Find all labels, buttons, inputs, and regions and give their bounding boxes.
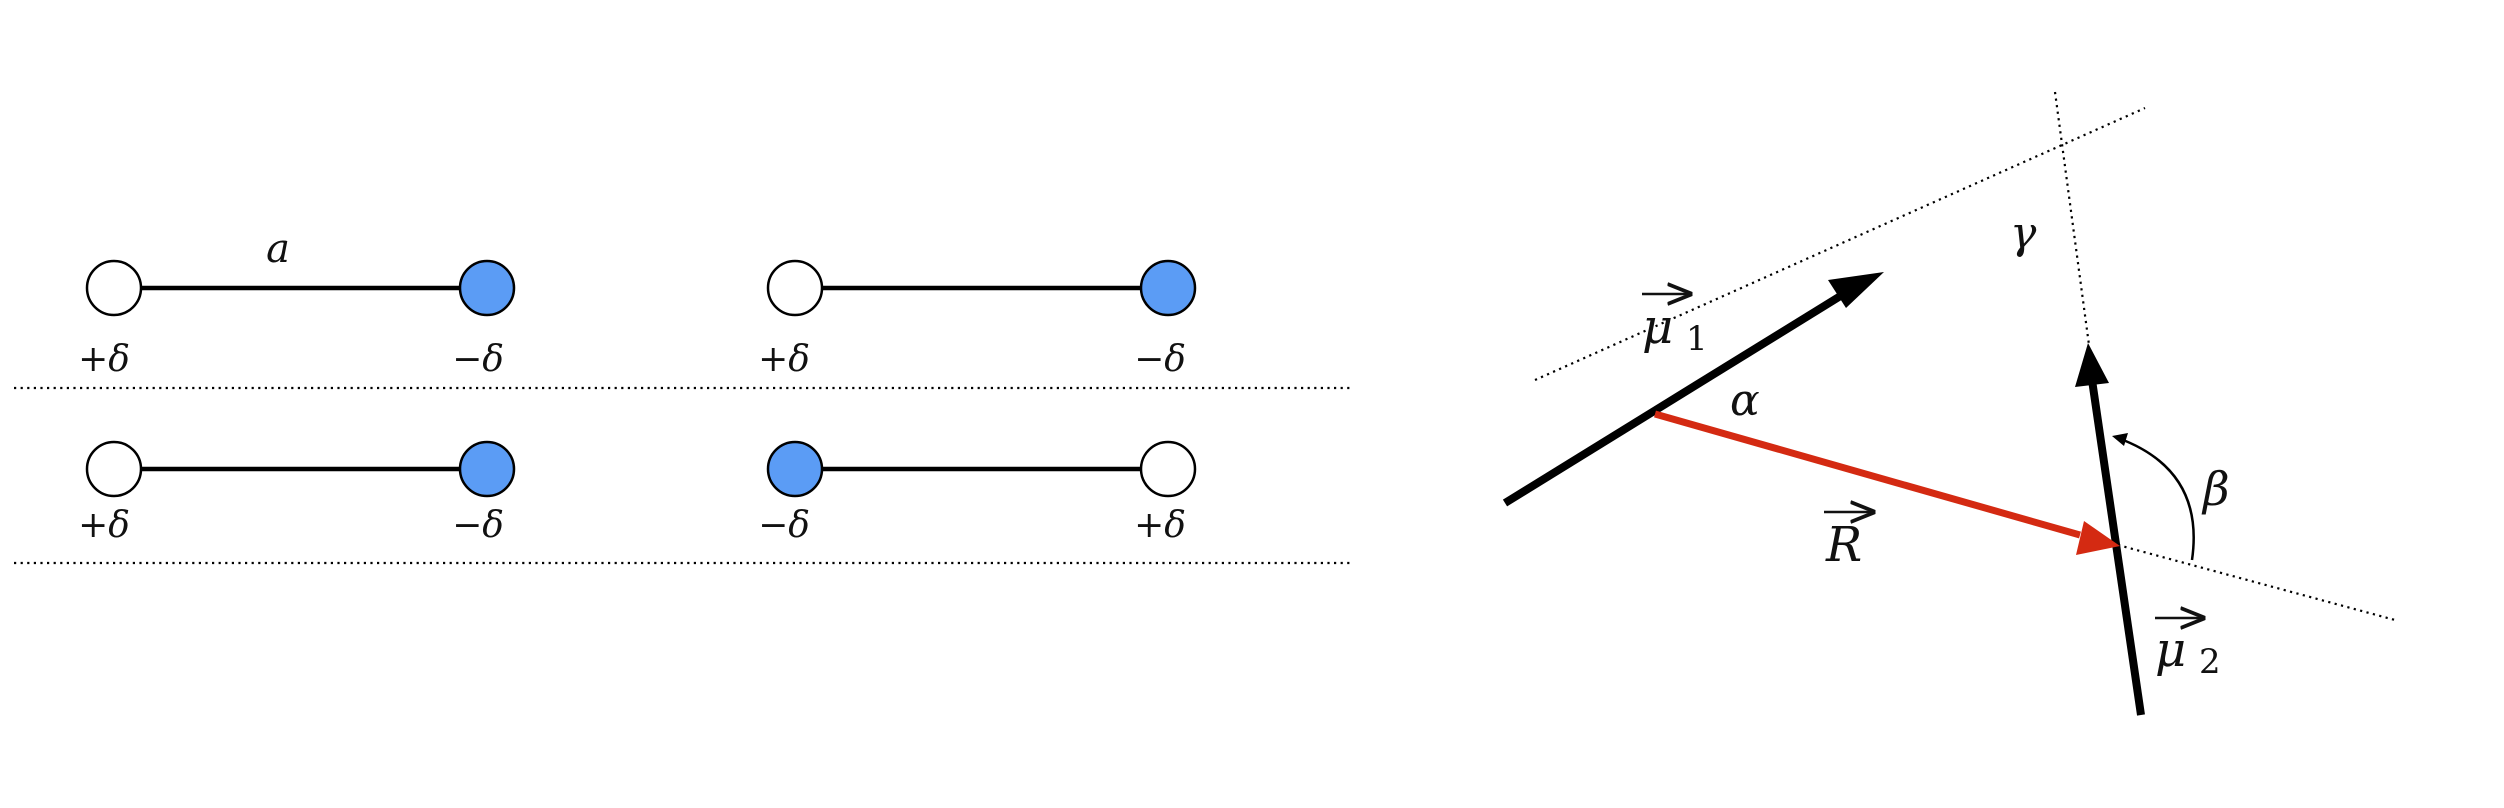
negative-charge-atom (1139, 259, 1197, 317)
mu2-extension-line (2053, 91, 2091, 346)
charge-label-left: +δ (758, 339, 810, 380)
dipole-pair: −δ +δ (758, 440, 1197, 546)
alpha-angle-label: α (1730, 375, 1760, 426)
R-label: R (1824, 512, 1873, 573)
charge-label-left: −δ (758, 505, 810, 546)
charge-label-left: +δ (78, 339, 130, 380)
negative-charge-atom (458, 440, 516, 498)
mu1-extension-line (1534, 106, 2146, 382)
mu1-symbol: μ (1642, 299, 1673, 355)
vector-geometry-panel: μ 1 α γ β R μ 2 (1502, 91, 2396, 716)
dipole-panel: a +δ −δ +δ −δ +δ −δ (14, 226, 1352, 565)
negative-charge-atom (766, 440, 824, 498)
positive-charge-atom (766, 259, 824, 317)
charge-label-left: +δ (78, 505, 130, 546)
R-symbol: R (1825, 517, 1862, 573)
negative-charge-atom (458, 259, 516, 317)
mu2-subscript: 2 (2199, 642, 2221, 682)
gamma-angle-label: γ (2010, 208, 2037, 259)
R-extension-line (2117, 543, 2396, 622)
positive-charge-atom (85, 259, 143, 317)
mu1-label: μ 1 (1642, 294, 1708, 359)
bond-length-label: a (266, 226, 290, 272)
mu2-arrowhead (2075, 343, 2109, 387)
charge-label-right: −δ (452, 339, 504, 380)
charge-label-right: −δ (452, 505, 504, 546)
charge-label-right: −δ (1134, 339, 1186, 380)
dipole-pair: +δ −δ (78, 440, 516, 546)
beta-angle-label: β (2201, 462, 2230, 516)
dipole-pair: +δ −δ (758, 259, 1197, 380)
mu2-symbol: μ (2155, 622, 2186, 678)
mu2-vector (2088, 379, 2145, 716)
beta-arc-arrowhead (2112, 433, 2128, 446)
mu1-vector (1502, 283, 1858, 507)
charge-label-right: +δ (1134, 505, 1186, 546)
mu1-subscript: 1 (1686, 319, 1708, 359)
dipole-pair: +δ −δ (78, 259, 516, 380)
positive-charge-atom (85, 440, 143, 498)
R-arrowhead (2076, 521, 2120, 555)
beta-angle-arc (2117, 436, 2195, 561)
mu2-label: μ 2 (2155, 618, 2221, 682)
positive-charge-atom (1139, 440, 1197, 498)
mu1-arrowhead (1828, 272, 1884, 308)
R-vector (1654, 410, 2081, 539)
